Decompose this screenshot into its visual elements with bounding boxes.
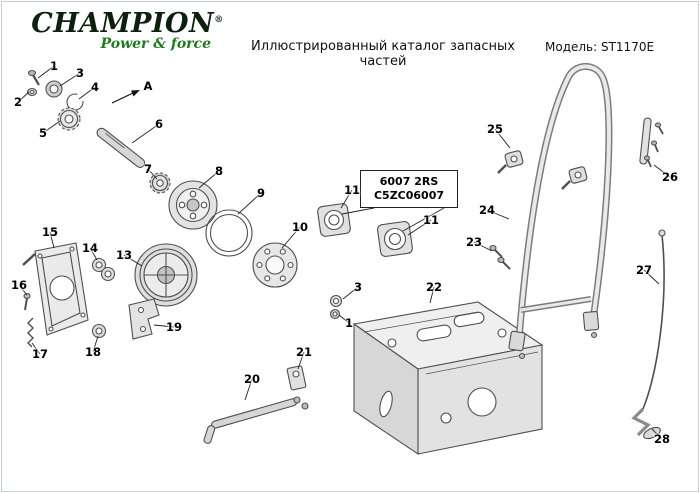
logo-brand-text: CHAMPION® [30, 8, 225, 39]
pulley-part [168, 180, 218, 230]
spacer-washers [91, 257, 116, 282]
lower-fasteners [329, 294, 343, 320]
spec-box-pointer-b [402, 207, 445, 232]
bearing-housing-b [377, 221, 413, 257]
leader-lines [17, 65, 671, 440]
brand-name: CHAMPION [31, 8, 215, 39]
sprocket-part [57, 107, 81, 131]
page-title: Иллюстрированный каталог запасных частей [251, 39, 515, 69]
clamp-knobs [497, 150, 588, 190]
spec-box-pointer-a [341, 207, 375, 215]
model-label: Модель: ST1170E [545, 40, 655, 54]
side-panel-part [639, 117, 664, 168]
drive-pulley-part [134, 243, 198, 307]
champion-logo: CHAMPION® Power & force [30, 8, 225, 53]
gear-part [149, 172, 171, 194]
handle-screws [489, 244, 511, 270]
section-arrow [111, 90, 140, 104]
bearing-housing-a [317, 203, 351, 237]
handlebar-part [508, 63, 613, 360]
bearing-spec-line2: C5ZC06007 [373, 189, 445, 202]
shaft-part [96, 127, 146, 168]
spring-part [27, 317, 34, 348]
ring-gasket-part [205, 209, 253, 257]
washer-part [45, 80, 63, 98]
flat-washer-part [91, 323, 107, 339]
crank-lever-part [631, 407, 661, 440]
chassis-part [352, 301, 544, 456]
logo-tagline: Power & force [100, 36, 211, 53]
bearing-spec-box: 6007 2RS C5ZC06007 [360, 170, 458, 208]
bearing-spec-line1: 6007 2RS [379, 174, 439, 188]
angle-bracket-part [128, 298, 160, 340]
control-rod-part [203, 398, 298, 444]
frame-plate-part [22, 242, 89, 336]
small-bolt-part [23, 292, 31, 311]
bearing-plate-part [252, 242, 298, 288]
bolt-part [26, 69, 40, 97]
cable-rod-part [642, 229, 666, 410]
registered-mark: ® [214, 15, 224, 25]
circlip-part [66, 93, 84, 111]
mount-bracket-part [286, 365, 309, 410]
